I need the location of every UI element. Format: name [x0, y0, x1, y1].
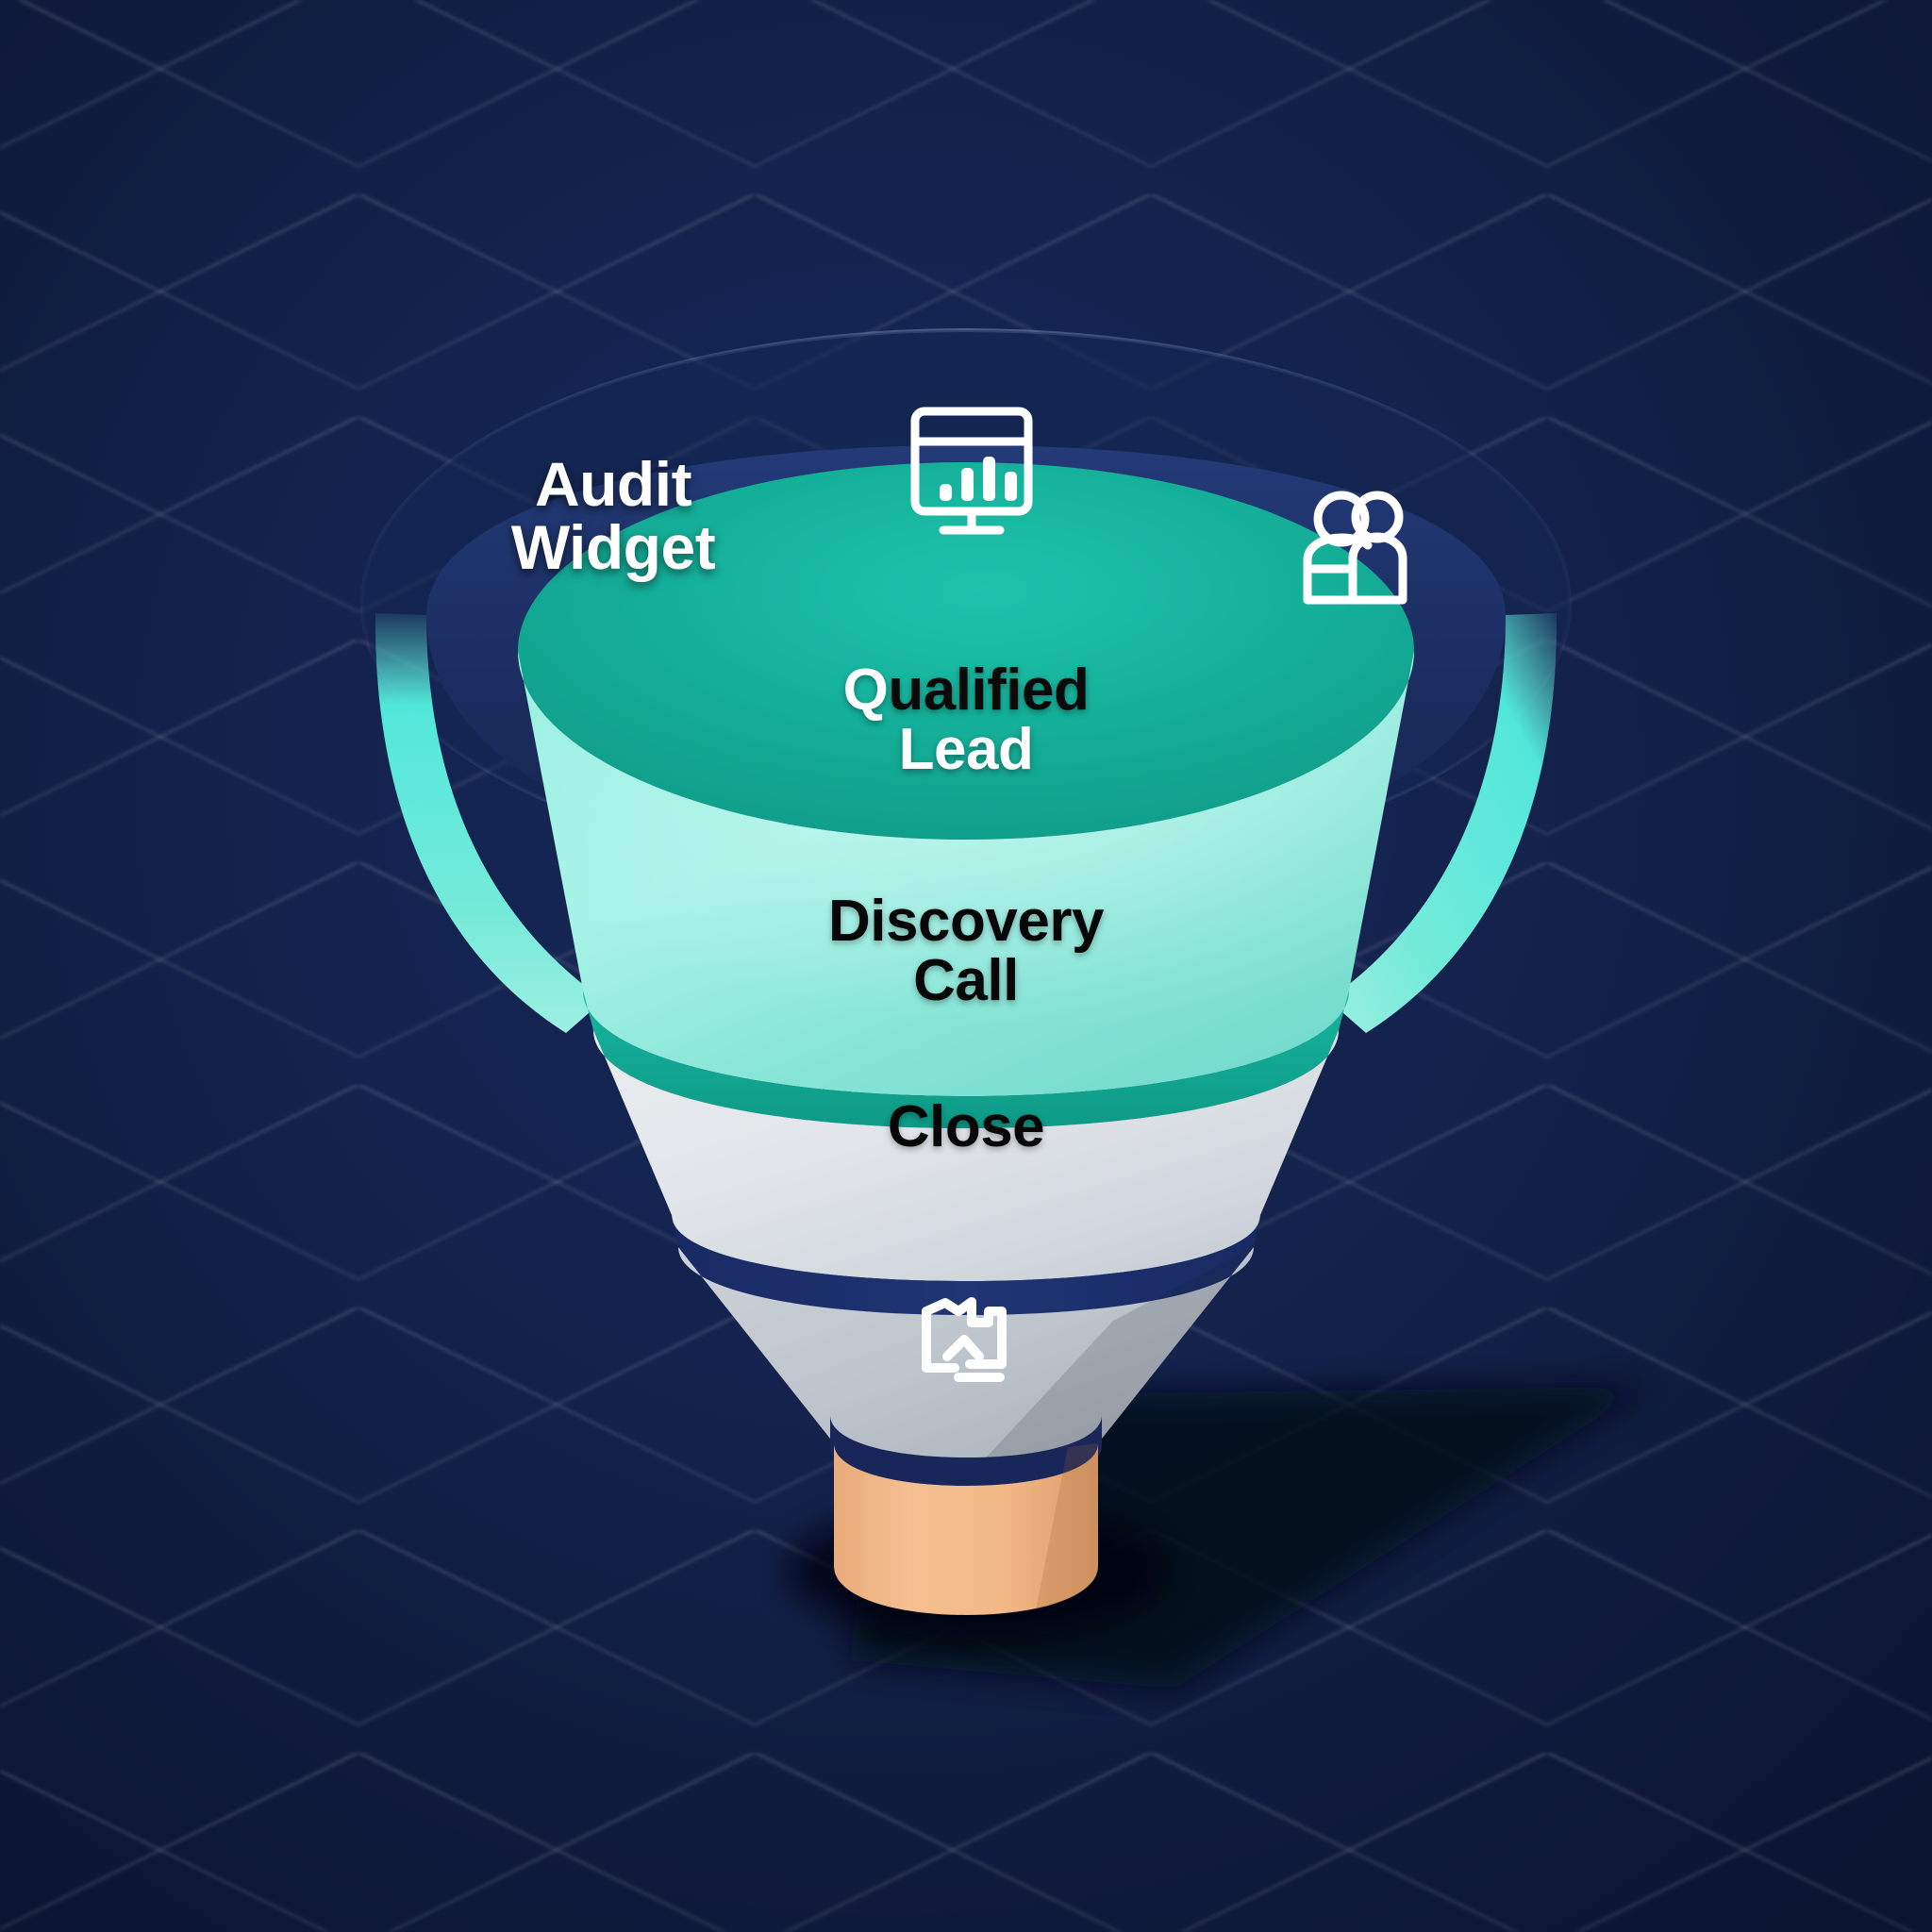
funnel-spout-collar — [830, 1415, 1102, 1488]
funnel-spout-shade — [1036, 1443, 1098, 1609]
stage-label-qualified-lead-rest: ualified — [888, 658, 1090, 723]
stage-discovery-call-sheen — [518, 651, 1414, 1096]
stage-label-qualified-lead: Qualified Lead — [730, 660, 1202, 779]
stage-label-discovery-call: Discovery Call — [828, 889, 1104, 1014]
stage-label-close: Close — [887, 1094, 1045, 1159]
report-icon[interactable] — [913, 1291, 1017, 1394]
funnel-right-edge-highlight — [1328, 613, 1557, 1033]
funnel-title-audit-widget: Audit Widget — [510, 449, 716, 583]
funnel-lower-cone-shade — [966, 1247, 1254, 1479]
funnel-navy-separator-ring — [672, 1215, 1260, 1315]
users-icon[interactable] — [1292, 479, 1424, 611]
stage-qualified-lead[interactable] — [518, 462, 1414, 840]
stage-close[interactable] — [593, 1030, 1339, 1281]
funnel-left-edge-highlight — [375, 613, 604, 1033]
funnel-spout[interactable] — [834, 1443, 1098, 1615]
stage-label-qualified-lead-lead: Lead — [898, 717, 1034, 783]
stage-label-qualified-lead-q: Q — [842, 658, 889, 723]
dashboard-monitor-icon[interactable] — [906, 404, 1038, 545]
discovery-call-lip — [583, 991, 1349, 1128]
